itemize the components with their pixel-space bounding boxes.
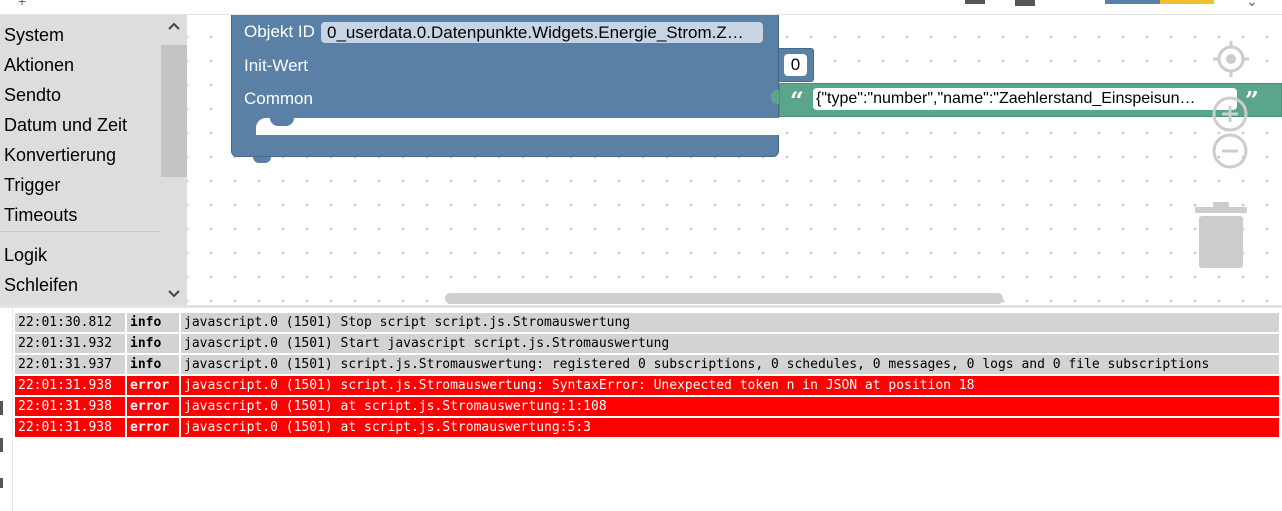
init-value-field[interactable]: 0 — [784, 54, 807, 76]
log-message: javascript.0 (1501) Stop script script.j… — [181, 313, 1279, 332]
object-id-field[interactable]: 0_userdata.0.Datenpunkte.Widgets.Energie… — [321, 22, 763, 43]
log-row-error: 22:01:31.938 error javascript.0 (1501) a… — [15, 397, 1279, 416]
log-row: 22:01:31.932 info javascript.0 (1501) St… — [15, 334, 1279, 353]
log-message: javascript.0 (1501) Start javascript scr… — [181, 334, 1279, 353]
log-time: 22:01:31.938 — [15, 418, 125, 437]
statement-input-slot — [256, 118, 780, 135]
log-message: javascript.0 (1501) script.js.Stromauswe… — [181, 376, 1279, 395]
log-time: 22:01:31.938 — [15, 397, 125, 416]
object-id-label: Objekt ID — [244, 22, 315, 41]
log-row: 22:01:30.812 info javascript.0 (1501) St… — [15, 313, 1279, 332]
common-json-field[interactable]: {"type":"number","name":"Zaehlerstand_Ei… — [813, 88, 1237, 110]
zoom-out-icon[interactable] — [1211, 132, 1249, 170]
toolbox-scrollbar-thumb[interactable] — [161, 45, 187, 177]
logo-strip — [1105, 0, 1213, 4]
toolbox-item-konvertierung[interactable]: Konvertierung — [4, 145, 117, 165]
toolbox-item-sendto[interactable]: Sendto — [4, 85, 62, 105]
block-next-connector — [253, 157, 271, 163]
log-message: javascript.0 (1501) script.js.Stromauswe… — [181, 355, 1279, 374]
toolbar-icon-2[interactable] — [1015, 0, 1035, 6]
toolbox-item-timeouts[interactable]: Timeouts — [4, 205, 78, 225]
blockly-workspace[interactable]: Objekt ID 0_userdata.0.Datenpunkte.Widge… — [187, 15, 1282, 305]
log-level: info — [127, 313, 179, 332]
statement-notch — [270, 118, 294, 126]
log-tool-icon-3[interactable] — [0, 478, 3, 488]
log-time: 22:01:31.938 — [15, 376, 125, 395]
log-level: error — [127, 418, 179, 437]
chevron-down-icon[interactable]: ⌄ — [1246, 0, 1258, 9]
log-message: javascript.0 (1501) at script.js.Stromau… — [181, 418, 1279, 437]
log-console: 22:01:30.812 info javascript.0 (1501) St… — [0, 305, 1282, 511]
log-row-error: 22:01:31.938 error javascript.0 (1501) s… — [15, 376, 1279, 395]
log-row: 22:01:31.937 info javascript.0 (1501) sc… — [15, 355, 1279, 374]
add-icon[interactable]: + — [18, 0, 27, 9]
quote-open-icon: “ — [790, 86, 804, 115]
crosshair-icon[interactable] — [1212, 40, 1250, 78]
log-level: info — [127, 334, 179, 353]
log-message: javascript.0 (1501) at script.js.Stromau… — [181, 397, 1279, 416]
chevron-down-icon[interactable] — [161, 285, 187, 305]
log-tool-icon-1[interactable] — [0, 401, 3, 415]
top-toolbar-strip: + ⌄ — [0, 0, 1282, 15]
workspace-horizontal-scrollbar[interactable] — [445, 293, 1003, 304]
log-side-toolbar — [0, 308, 13, 511]
log-table: 22:01:30.812 info javascript.0 (1501) St… — [13, 311, 1281, 439]
log-level: info — [127, 355, 179, 374]
quote-close-icon: ” — [1245, 86, 1259, 115]
log-resize-divider[interactable] — [0, 305, 1282, 308]
log-time: 22:01:31.937 — [15, 355, 125, 374]
log-tool-icon-2[interactable] — [0, 438, 3, 452]
log-time: 22:01:31.932 — [15, 334, 125, 353]
toolbar-icon-1[interactable] — [965, 0, 985, 4]
toolbox-item-schleifen[interactable]: Schleifen — [4, 275, 79, 295]
zoom-in-icon[interactable] — [1211, 95, 1249, 133]
log-row-error: 22:01:31.938 error javascript.0 (1501) a… — [15, 418, 1279, 437]
log-level: error — [127, 397, 179, 416]
toolbox-item-datum-und-zeit[interactable]: Datum und Zeit — [4, 115, 128, 135]
toolbox-item-aktionen[interactable]: Aktionen — [4, 55, 75, 75]
logo-accent — [1160, 0, 1214, 4]
toolbox-item-system[interactable]: System — [4, 25, 65, 45]
common-label: Common — [244, 89, 313, 108]
log-time: 22:01:30.812 — [15, 313, 125, 332]
toolbox-separator — [0, 231, 160, 232]
log-level: error — [127, 376, 179, 395]
init-value-label: Init-Wert — [244, 56, 308, 75]
trash-icon[interactable] — [1193, 200, 1249, 270]
chevron-up-icon[interactable] — [161, 17, 187, 37]
blockly-toolbox: System Aktionen Sendto Datum und Zeit Ko… — [0, 15, 187, 305]
toolbox-item-logik[interactable]: Logik — [4, 245, 48, 265]
toolbox-item-trigger[interactable]: Trigger — [4, 175, 61, 195]
